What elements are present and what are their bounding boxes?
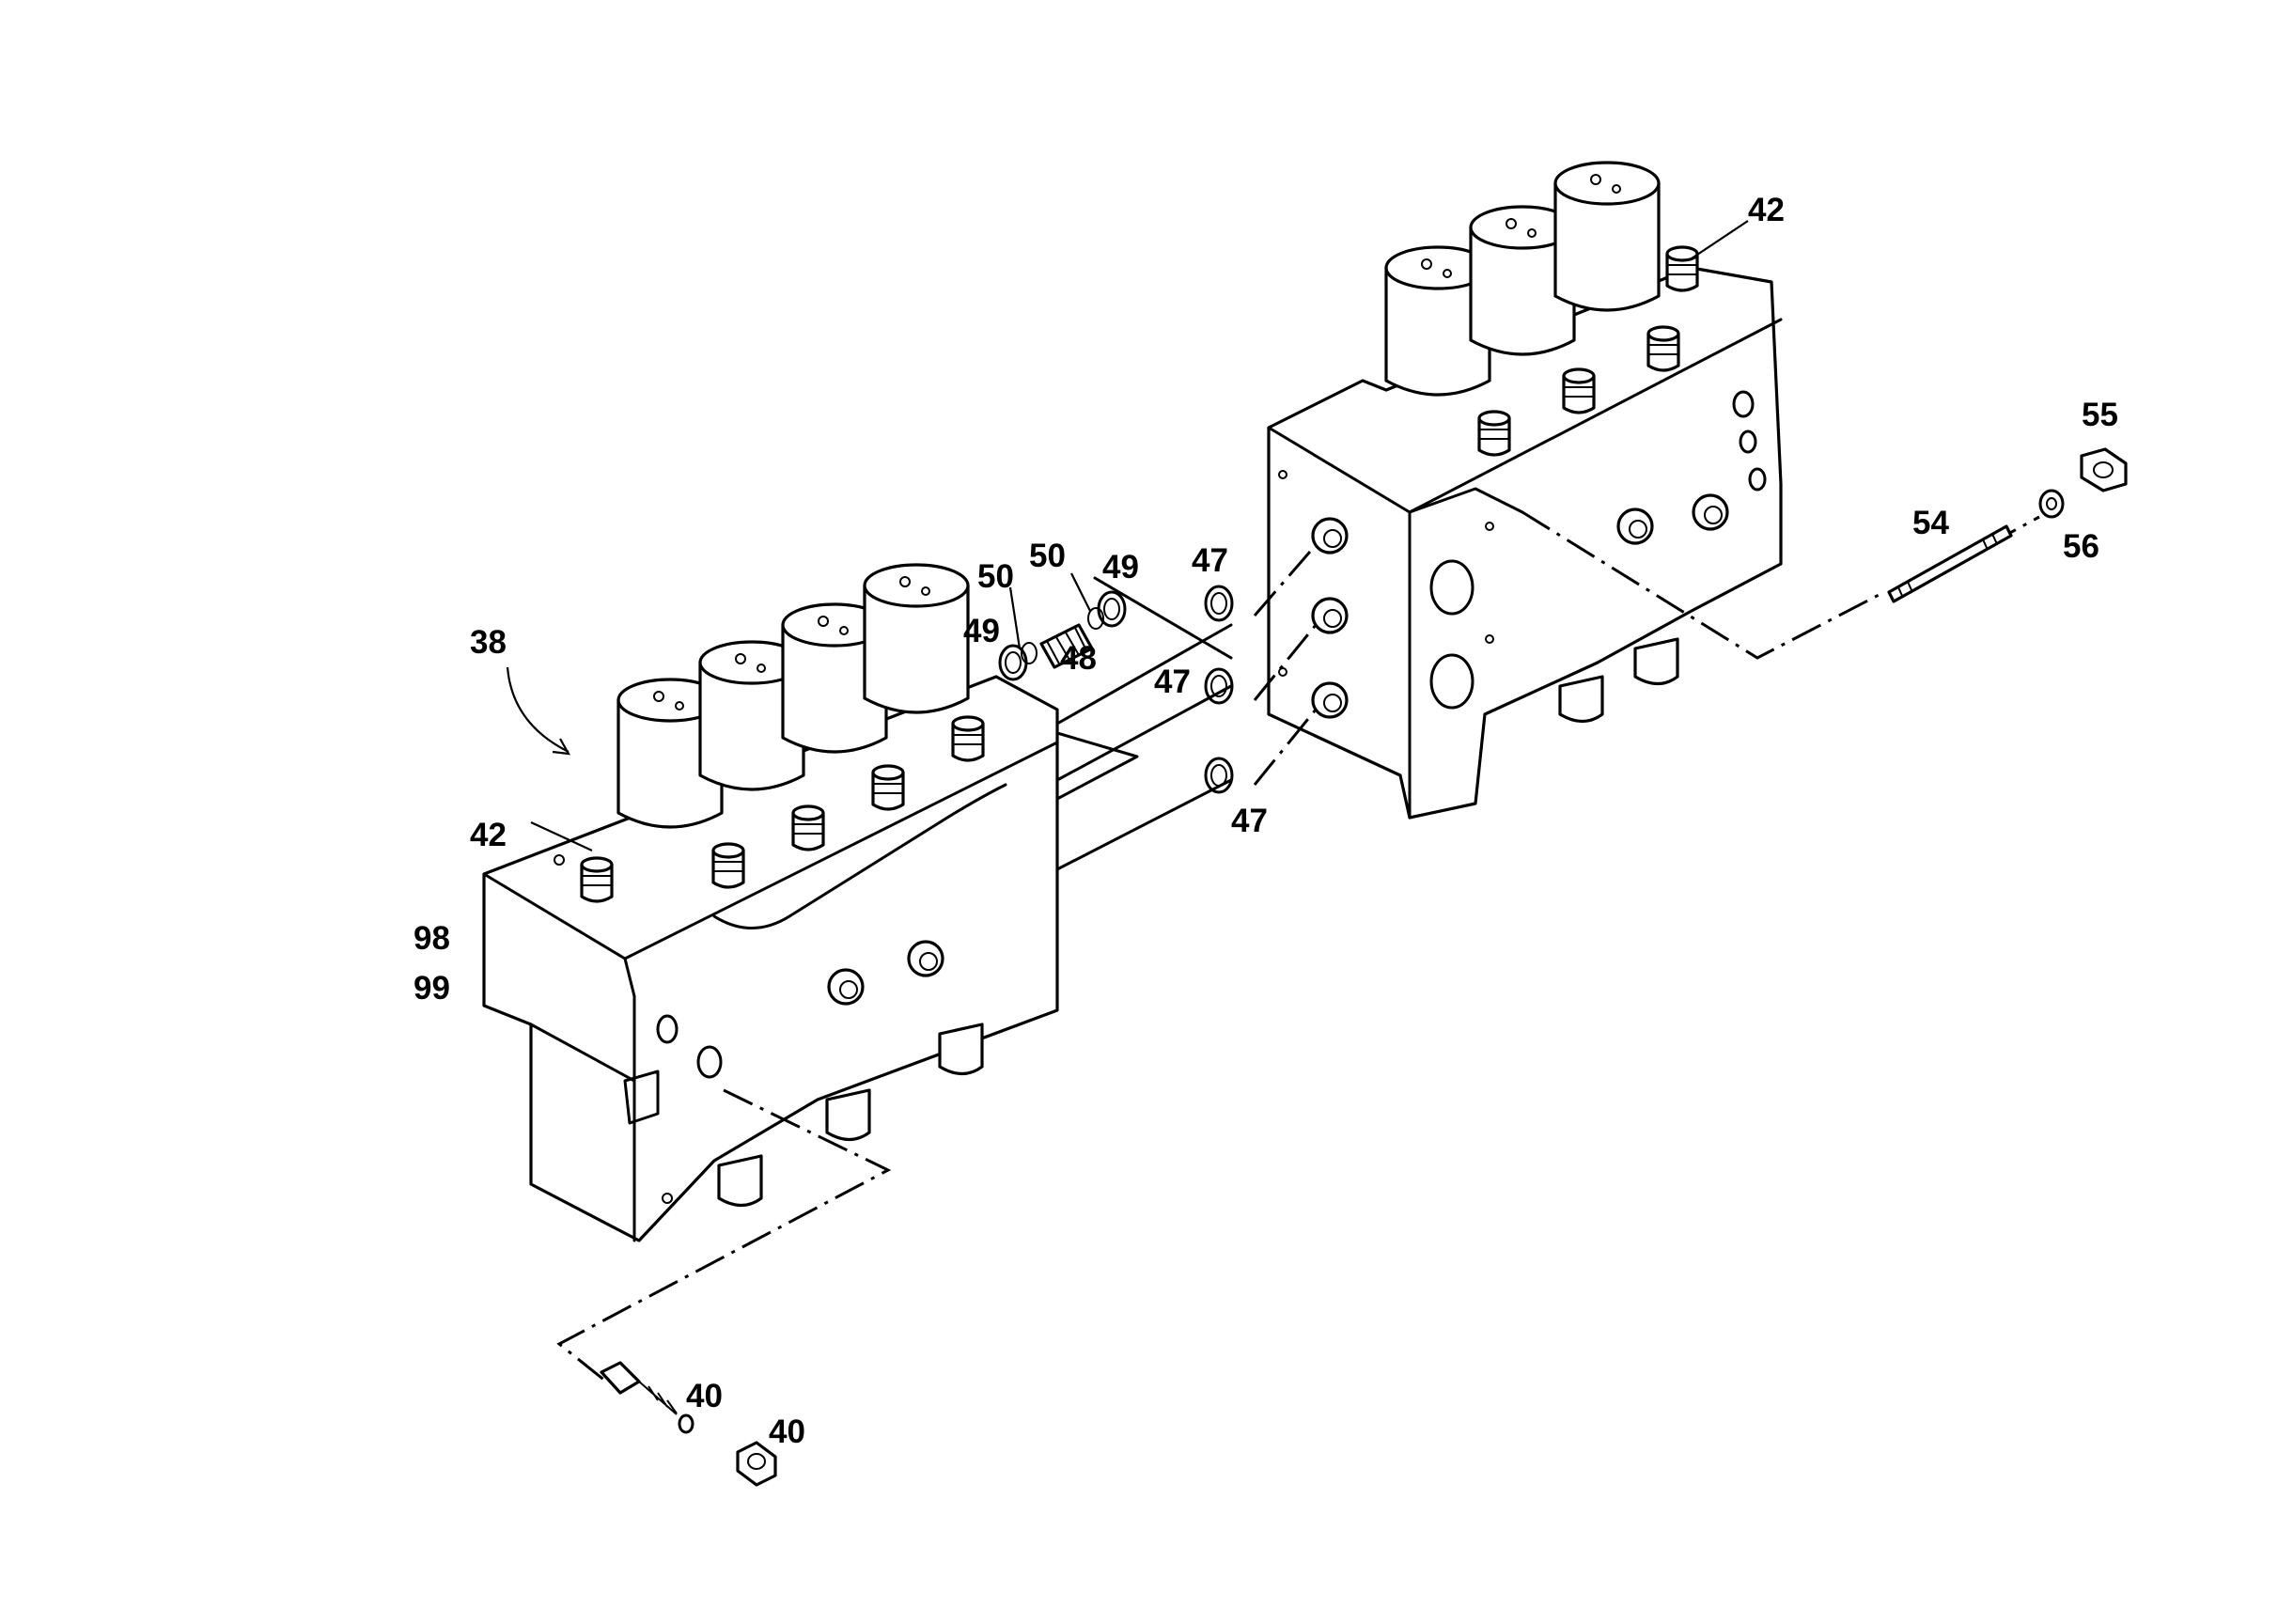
callout-55: 55 [2082,397,2118,433]
right-valve-block [1267,161,1783,820]
loose-parts [600,447,2128,1487]
alignment-lines [556,510,2040,1383]
callout-49-a: 49 [963,613,1000,649]
callout-98: 98 [413,920,450,957]
callout-50-b: 50 [1029,538,1066,574]
callout-47-c: 47 [1231,803,1268,839]
callout-99: 99 [413,970,450,1007]
callout-50-a: 50 [977,558,1014,595]
callout-40-a: 40 [686,1378,723,1414]
leader-lines [506,220,1749,851]
callout-54: 54 [1912,505,1949,541]
callout-42-left: 42 [470,817,507,853]
callout-40-b: 40 [769,1413,805,1450]
callout-42-right: 42 [1748,192,1785,228]
callout-47-a: 47 [1192,542,1228,579]
callout-47-b: 47 [1154,664,1191,700]
callout-38: 38 [470,624,507,661]
callouts: 38 42 98 99 50 50 49 49 48 47 47 47 42 5… [413,192,2118,1450]
callout-49-b: 49 [1102,549,1139,586]
callout-56: 56 [2063,528,2099,565]
left-valve-block [482,563,1059,1242]
callout-48: 48 [1060,640,1097,677]
